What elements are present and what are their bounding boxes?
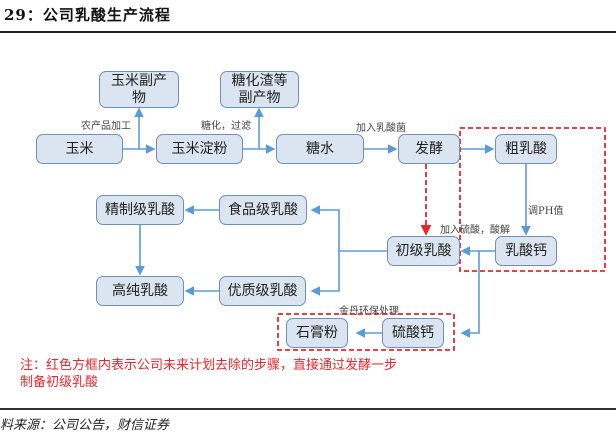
label-saccharify-filter: 糖化，过滤 [201, 121, 251, 132]
label-add-lactobacillus: 加入乳酸菌 [356, 123, 406, 134]
node-calcium-sulfate: 硫酸钙 [382, 318, 444, 348]
node-gypsum-powder: 石膏粉 [286, 318, 348, 348]
node-high-purity: 高纯乳酸 [96, 276, 184, 306]
node-corn: 玉米 [36, 134, 123, 164]
node-premium-grade: 优质级乳酸 [219, 276, 306, 306]
node-corn-byproduct: 玉米副产物 [99, 71, 179, 108]
red-box-note: 注：红色方框内表示公司未来计划去除的步骤，直接通过发酵一步制备初级乳酸 [20, 358, 398, 390]
label-jindan-env: 金丹环保处理 [339, 306, 399, 317]
arrow-to-premium-grade [310, 251, 340, 296]
arrow-to-food-grade [310, 205, 340, 251]
source-citation: 料来源：公司公告，财信证券 [0, 418, 170, 433]
node-calcium-lactate: 乳酸钙 [495, 236, 557, 266]
label-agri-processing: 农产品加工 [81, 121, 131, 132]
arrow-to-calcium-sulfate [460, 251, 480, 338]
label-add-sulfuric-acid: 加入硫酸，酸解 [440, 225, 510, 236]
node-fermentation: 发酵 [398, 134, 460, 164]
figure-title: 29：公司乳酸生产流程 [4, 6, 171, 24]
node-saccharification-residue: 糖化渣等副产物 [220, 71, 299, 108]
bottom-divider [0, 408, 616, 410]
node-corn-starch: 玉米淀粉 [156, 134, 243, 164]
removal-highlight-box-bottom [277, 313, 455, 351]
removal-highlight-box-top [459, 127, 606, 272]
node-food-grade: 食品级乳酸 [219, 195, 307, 225]
label-adjust-ph: 调PH值 [528, 206, 564, 217]
node-crude-lactic-acid: 粗乳酸 [495, 134, 557, 164]
node-primary-lactic-acid: 初级乳酸 [387, 236, 460, 266]
node-sugar-water: 糖水 [276, 134, 364, 164]
node-refined-grade: 精制级乳酸 [96, 195, 184, 225]
top-divider [0, 31, 616, 33]
